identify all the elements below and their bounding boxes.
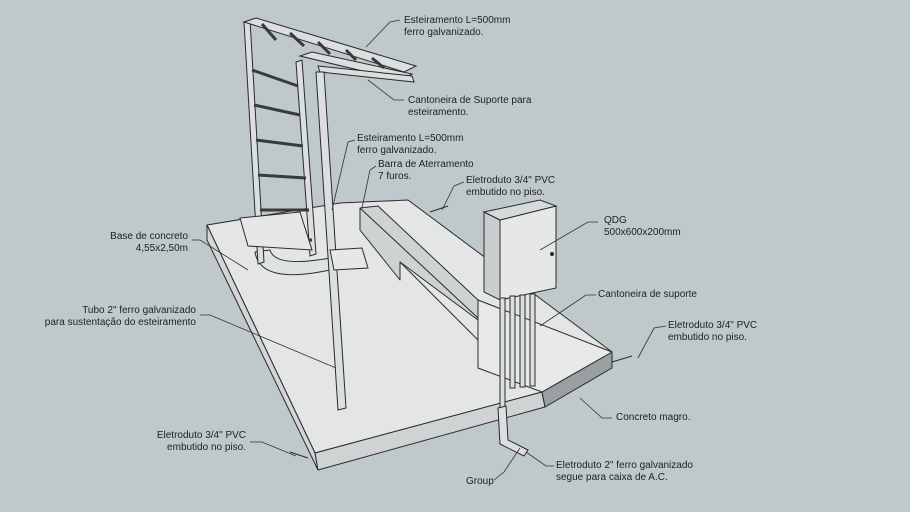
label-base-concreto: Base de concreto 4,55x2,50m xyxy=(110,231,188,254)
label-group: Group xyxy=(466,476,494,487)
support-tube xyxy=(315,71,347,411)
label-barra-aterramento: Barra de Aterramento 7 furos. xyxy=(378,159,474,182)
ladder-rail-right xyxy=(295,59,317,257)
concrete-base xyxy=(206,199,613,471)
ferro-conduit xyxy=(497,405,529,457)
pvc-stubs xyxy=(289,205,633,459)
floor-tray-left xyxy=(239,211,313,251)
conduits xyxy=(497,293,536,457)
support-angle xyxy=(317,65,415,83)
qdg-cabinet xyxy=(482,199,558,301)
qdg-front xyxy=(499,205,557,301)
label-concreto-magro: Concreto magro. xyxy=(616,412,691,423)
ladder-rungs xyxy=(251,68,313,244)
tray-rail-a xyxy=(242,17,418,73)
label-cantoneira-suporte: Cantoneira de suporte xyxy=(598,289,697,300)
qdg-top xyxy=(482,199,558,221)
label-eletroduto-ferro: Eletroduto 2" ferro galvanizado segue pa… xyxy=(556,460,693,483)
label-esteiramento-top: Esteiramento L=500mm ferro galvanizado. xyxy=(404,15,511,38)
leader-lines xyxy=(192,19,667,481)
qdg-side xyxy=(483,211,501,301)
qdg-latch xyxy=(550,252,554,256)
label-eletroduto-pvc-top: Eletroduto 3/4" PVC embutido no piso. xyxy=(466,175,556,198)
label-esteiramento-mid: Esteiramento L=500mm ferro galvanizado. xyxy=(357,133,464,156)
label-tubo-ferro: Tubo 2" ferro galvanizado para sustentaç… xyxy=(44,305,196,328)
label-cantoneira-suporte-esteiramento: Cantoneira de Suporte para esteiramento. xyxy=(408,95,532,118)
floor-tray-right xyxy=(329,247,369,271)
top-ladder-tray xyxy=(242,17,418,83)
label-qdg: QDG 500x600x200mm xyxy=(604,215,681,238)
floor-ladder-trays xyxy=(239,211,369,271)
channel-edge-2 xyxy=(399,261,479,341)
label-eletroduto-pvc-right: Eletroduto 3/4" PVC embutido no piso. xyxy=(668,320,758,343)
tray-rungs xyxy=(260,23,385,70)
channel-edge xyxy=(359,207,479,319)
label-eletroduto-pvc-left: Eletroduto 3/4" PVC embutido no piso. xyxy=(156,430,246,453)
